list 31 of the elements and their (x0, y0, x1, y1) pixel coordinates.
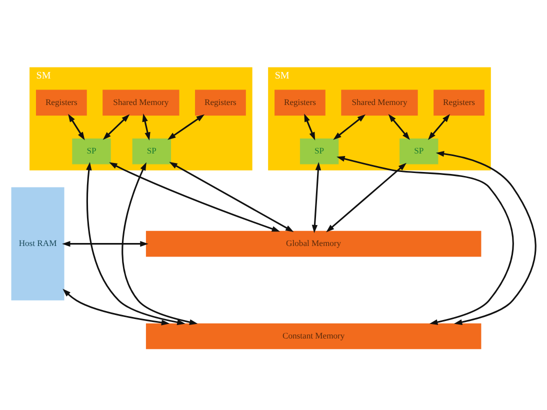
arrow (336, 156, 514, 324)
node-box: Registers (274, 89, 326, 116)
node-box: Constant Memory (146, 322, 482, 349)
arrow (312, 162, 322, 233)
node-box: Registers (434, 89, 484, 116)
arrow (62, 240, 148, 246)
arrow (109, 162, 280, 232)
arrow (326, 162, 406, 232)
arrow (142, 113, 150, 140)
arrow (388, 114, 410, 140)
node-box: Host RAM (11, 186, 64, 300)
node-box: SP (300, 138, 339, 164)
node-box: SP (400, 138, 438, 164)
node-box: Shared Memory (102, 89, 180, 116)
arrow (169, 161, 294, 232)
arrow (122, 162, 198, 324)
arrow (68, 113, 85, 140)
arrow (168, 114, 205, 140)
arrow (86, 162, 186, 325)
node-box: Global Memory (146, 230, 482, 256)
node-box: Registers (36, 89, 87, 116)
arrow (436, 150, 536, 324)
arrow (62, 288, 170, 325)
arrow (304, 113, 316, 140)
node-box: Registers (195, 89, 246, 116)
node-box: Shared Memory (341, 89, 418, 116)
node-box: SP (132, 138, 172, 164)
arrow (102, 114, 130, 140)
arrow (333, 114, 366, 140)
node-box: SP (72, 138, 111, 164)
arrow (428, 114, 450, 140)
